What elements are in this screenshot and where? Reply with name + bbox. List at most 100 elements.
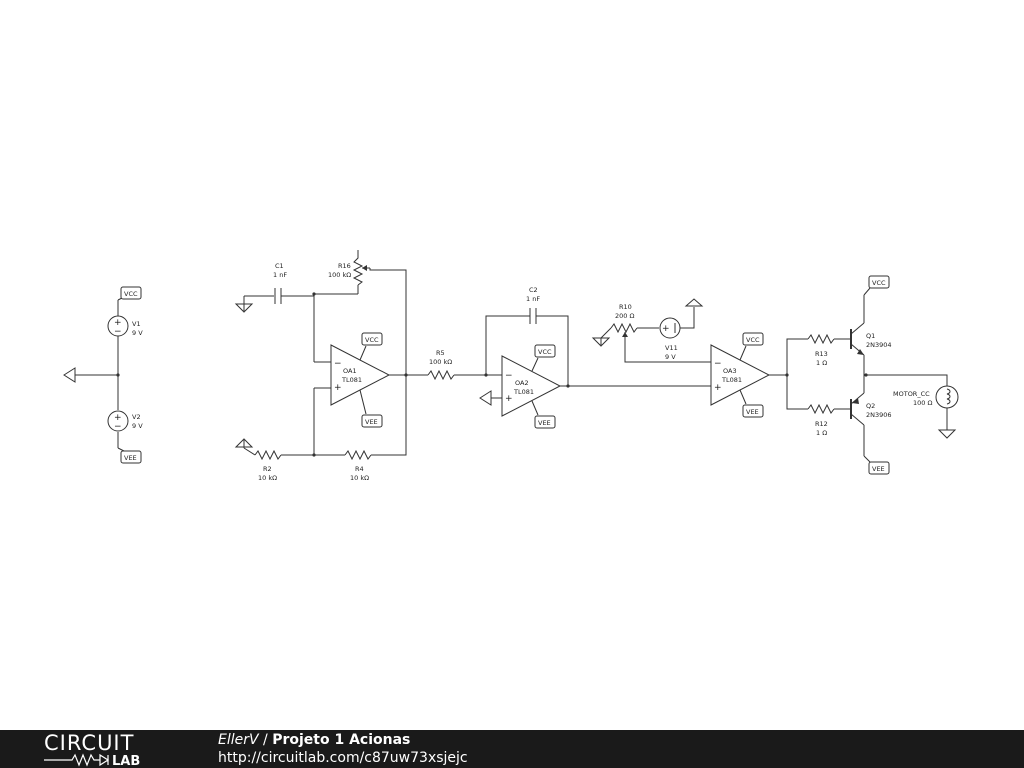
ground-symbol	[680, 298, 704, 329]
supply-section: + − V1 9 V + − V2 9 V VCC VEE	[63, 286, 143, 464]
r5-resistor[interactable]: R5 100 kΩ	[427, 349, 455, 381]
c1-label: C1	[275, 262, 284, 270]
svg-text:VCC: VCC	[746, 336, 760, 344]
q1-label: Q1	[866, 332, 875, 340]
svg-text:CIRCUIT: CIRCUIT	[44, 731, 134, 755]
svg-text:−: −	[114, 327, 122, 337]
svg-text:VCC: VCC	[872, 279, 886, 287]
c1-value: 1 nF	[273, 271, 287, 279]
svg-text:+: +	[714, 383, 722, 393]
vee-tag	[742, 404, 764, 418]
vcc-tag	[534, 344, 556, 358]
q2-transistor[interactable]: Q2 2N3906	[850, 392, 892, 426]
stage1-section: C1 1 nF R16 100 kΩ − + OA1 TL081	[234, 250, 428, 482]
svg-text:VEE: VEE	[872, 465, 885, 473]
svg-text:VCC: VCC	[365, 336, 379, 344]
c1-capacitor[interactable]: C1 1 nF	[273, 262, 287, 304]
motor-value: 100 Ω	[913, 399, 932, 407]
r2-value: 10 kΩ	[258, 474, 277, 482]
oa1-label: OA1	[343, 367, 357, 375]
q2-label: Q2	[866, 402, 875, 410]
q1-transistor[interactable]: Q1 2N3904	[850, 322, 892, 356]
v1-label: V1	[132, 320, 141, 328]
r10-potentiometer[interactable]: R10 200 Ω	[610, 303, 638, 340]
r2-label: R2	[263, 465, 272, 473]
v1-value: 9 V	[132, 329, 143, 337]
project-name[interactable]: Projeto 1 Acionas	[272, 732, 411, 748]
svg-text:+: +	[662, 324, 670, 334]
r12-resistor[interactable]: R12 1 Ω	[807, 403, 835, 437]
v1-source[interactable]: + − V1 9 V	[107, 315, 143, 337]
v11-source[interactable]: + V11 9 V	[659, 317, 681, 361]
svg-text:−: −	[334, 359, 342, 369]
oa2-label: OA2	[515, 379, 529, 387]
project-title: EllerV / Projeto 1 Acionas	[218, 732, 410, 749]
svg-text:VEE: VEE	[365, 418, 378, 426]
footer-bar: CIRCUIT LAB EllerV / Projeto 1 Acionas h…	[0, 730, 1024, 768]
v2-source[interactable]: + − V2 9 V	[107, 410, 143, 432]
svg-text:+: +	[334, 383, 342, 393]
ground-symbol	[479, 390, 502, 406]
vee-tag	[534, 415, 556, 429]
r12-label: R12	[815, 420, 828, 428]
motor-load[interactable]: MOTOR_CC 100 Ω	[893, 385, 959, 409]
svg-text:VCC: VCC	[538, 348, 552, 356]
v2-value: 9 V	[132, 422, 143, 430]
project-url[interactable]: http://circuitlab.com/c87uw73xsjejc	[218, 750, 468, 766]
ground-symbol	[63, 367, 118, 383]
stage2-section: R5 100 kΩ C2 1 nF − + OA2 TL081 VCC VEE	[427, 286, 711, 429]
vee-tag	[361, 414, 383, 428]
r5-value: 100 kΩ	[429, 358, 452, 366]
svg-text:−: −	[714, 359, 722, 369]
r13-label: R13	[815, 350, 828, 358]
stage3-section: R10 200 Ω + V11 9 V − + OA3 TL081 VCC VE…	[591, 298, 789, 418]
output-stage-section: R13 1 Ω R12 1 Ω Q1 2N3904 Q2 2N3906	[786, 275, 959, 475]
r13-value: 1 Ω	[816, 359, 827, 367]
c2-label: C2	[529, 286, 538, 294]
title-separator: /	[258, 732, 273, 748]
motor-label: MOTOR_CC	[893, 390, 930, 398]
q1-model: 2N3904	[866, 341, 892, 349]
r12-value: 1 Ω	[816, 429, 827, 437]
svg-text:VCC: VCC	[124, 290, 138, 298]
svg-text:+: +	[114, 413, 122, 423]
vee-tag	[868, 461, 890, 475]
oa3-opamp[interactable]: − + OA3 TL081	[710, 344, 771, 406]
vcc-tag	[868, 275, 890, 289]
svg-text:VEE: VEE	[124, 454, 137, 462]
r4-resistor[interactable]: R4 10 kΩ	[344, 449, 372, 482]
ground-symbol	[591, 337, 611, 347]
circuitlab-logo[interactable]: CIRCUIT LAB	[0, 730, 190, 768]
ground-symbol	[234, 438, 254, 448]
r10-value: 200 Ω	[615, 312, 634, 320]
r4-label: R4	[355, 465, 364, 473]
vcc-tag	[361, 332, 383, 346]
oa3-model: TL081	[721, 376, 742, 384]
svg-text:LAB: LAB	[112, 754, 140, 768]
r16-potentiometer[interactable]: R16 100 kΩ	[328, 250, 370, 286]
ground-symbol	[937, 408, 957, 439]
oa1-opamp[interactable]: − + OA1 TL081	[330, 344, 391, 406]
v11-label: V11	[665, 344, 678, 352]
svg-text:+: +	[505, 394, 513, 404]
author-name[interactable]: EllerV	[218, 732, 259, 748]
oa3-label: OA3	[723, 367, 737, 375]
r5-label: R5	[436, 349, 445, 357]
svg-text:VEE: VEE	[746, 408, 759, 416]
svg-text:−: −	[505, 371, 513, 381]
r4-value: 10 kΩ	[350, 474, 369, 482]
r16-label: R16	[338, 262, 351, 270]
r2-resistor[interactable]: R2 10 kΩ	[254, 449, 282, 482]
v2-label: V2	[132, 413, 141, 421]
svg-text:+: +	[114, 318, 122, 328]
vcc-tag	[120, 286, 142, 300]
v11-value: 9 V	[665, 353, 676, 361]
c2-value: 1 nF	[526, 295, 540, 303]
vcc-tag	[742, 332, 764, 346]
oa2-opamp[interactable]: − + OA2 TL081	[501, 355, 562, 417]
q2-model: 2N3906	[866, 411, 892, 419]
r13-resistor[interactable]: R13 1 Ω	[807, 333, 835, 367]
vee-tag	[120, 450, 142, 464]
svg-text:−: −	[114, 422, 122, 432]
c2-capacitor[interactable]: C2 1 nF	[526, 286, 540, 324]
